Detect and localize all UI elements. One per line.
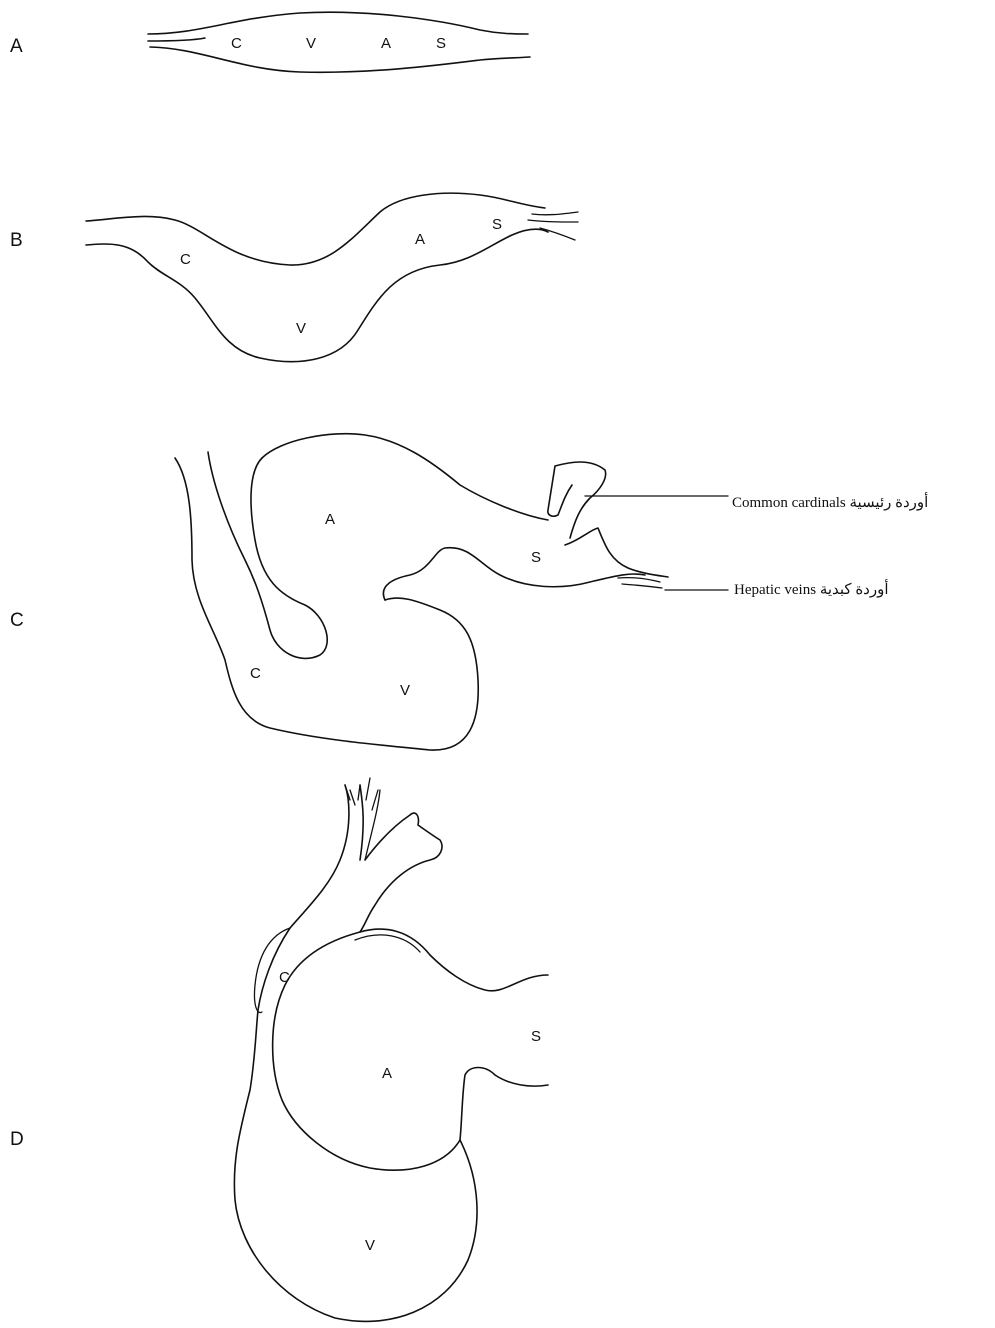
stage-c-atrium-wall: [262, 434, 548, 520]
stage-d-atrium-wall: [273, 932, 548, 1170]
stage-b-inflow-vein-1: [528, 220, 578, 222]
stage-a-region-v: V: [306, 35, 316, 52]
stage-c-conus-inner-wall: [208, 452, 327, 658]
stage-a-upper-wall: [148, 12, 528, 34]
stage-a-region-a: A: [381, 35, 391, 52]
stage-d-region-a: A: [382, 1065, 392, 1082]
stage-d-conus-tube: [234, 928, 477, 1321]
stage-label-c: C: [10, 610, 24, 631]
stage-label-d: D: [10, 1129, 24, 1150]
stage-b-region-s: S: [492, 216, 502, 233]
stage-label-a: A: [10, 36, 23, 57]
stage-b-lower-wall: [86, 229, 548, 361]
stage-b-region-a: A: [415, 231, 425, 248]
stage-b-region-v: V: [296, 320, 306, 337]
stage-a-lower-wall: [150, 47, 530, 72]
stage-c-hepatic-annotation: Hepatic veins أوردة كبدية: [734, 579, 889, 598]
stage-b: B C A S V: [10, 193, 578, 361]
stage-b-region-c: C: [180, 251, 191, 268]
stage-a-region-c: C: [231, 35, 242, 52]
stage-c-region-v: V: [400, 682, 410, 699]
stage-c-sinus-wall: [565, 528, 668, 577]
stage-b-inflow-vein-2: [532, 212, 578, 215]
stage-c: C Common cardinals أوردة رئيسية Hepatic …: [10, 434, 928, 750]
stage-c-common-cardinal-annotation: Common cardinals أوردة رئيسية: [732, 492, 928, 511]
stage-d-region-c: C: [279, 969, 290, 986]
stage-b-inflow-vein-3: [540, 228, 575, 240]
stage-c-common-cardinal-vein: [548, 462, 606, 538]
stage-d: D C S A V: [10, 778, 548, 1321]
stage-a: A C V A S: [10, 12, 530, 72]
stage-d-region-s: S: [531, 1028, 541, 1045]
stage-c-region-s: S: [531, 549, 541, 566]
stage-c-hepatic-veins: [618, 578, 662, 588]
stage-c-region-a: A: [325, 511, 335, 528]
stage-label-b: B: [10, 230, 23, 251]
stage-a-region-s: S: [436, 35, 446, 52]
stage-d-region-v: V: [365, 1237, 375, 1254]
stage-a-upper-inner-wall: [148, 38, 205, 41]
stage-c-region-c: C: [250, 665, 261, 682]
stage-d-atrium-dome: [360, 929, 548, 991]
stage-d-left-outflow-branch: [290, 785, 363, 928]
stage-c-av-fold: [383, 548, 645, 600]
